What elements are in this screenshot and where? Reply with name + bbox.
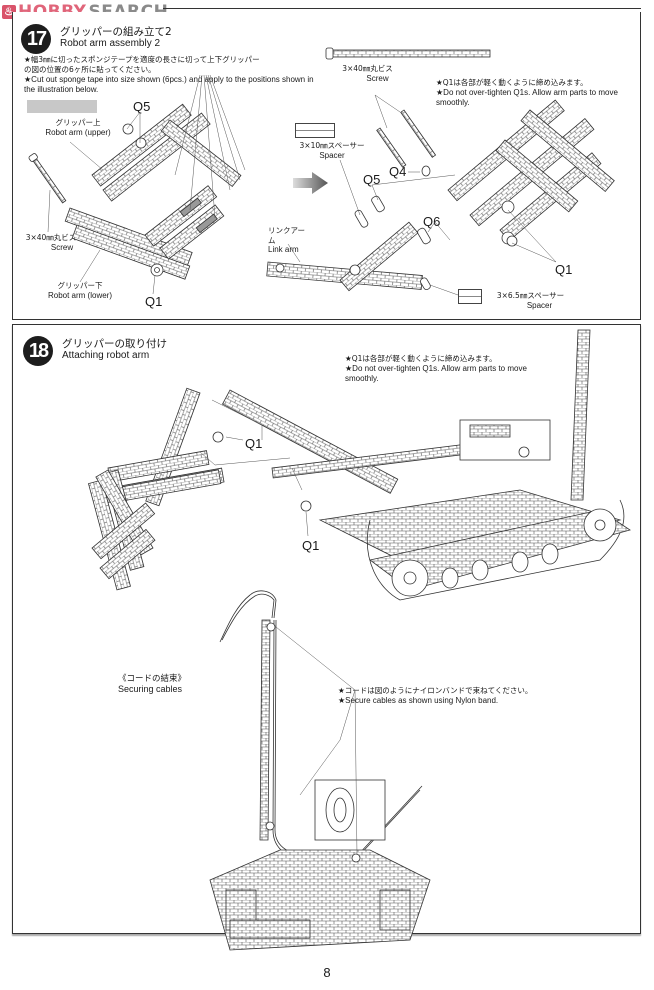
label-screw-top-ja: 3×40㎜丸ビス [342, 64, 393, 73]
label-screw-left-ja: 3×40㎜丸ビス [25, 233, 77, 242]
part-q6: Q6 [423, 214, 441, 229]
label-securing-cables: 《コードの結束》 Securing cables [118, 674, 198, 694]
step-18-badge: 18 [23, 336, 53, 366]
label-link-arm: リンクアーム Link arm [268, 226, 310, 255]
spacers-screws-17-right [354, 109, 518, 290]
assembled-gripper-drawing [447, 99, 615, 245]
label-upper-en: Robot arm (upper) [45, 127, 111, 137]
step-17-q1-note: ★Q1は各部が軽く動くように締め込みます。 ★Do not over-tight… [436, 78, 641, 108]
q1-note-ja: ★Q1は各部が軽く動くように締め込みます。 [436, 78, 588, 87]
label-screw-top: 3×40㎜丸ビス Screw [330, 64, 405, 83]
securing-cables-en: Securing cables [118, 683, 183, 694]
step-17-title-ja: グリッパーの組み立て2 [60, 26, 172, 38]
step-18-title-ja: グリッパーの取り付け [62, 338, 167, 350]
label-spacer-6-5mm: 3×6.5㎜スペーサー Spacer [488, 291, 573, 310]
part-q1-lower: Q1 [302, 538, 320, 553]
securing-cables-ja: 《コードの結束》 [118, 674, 187, 684]
label-spacer-10mm: 3×10㎜スペーサー Spacer [292, 141, 372, 160]
cable-securing-drawing [209, 590, 431, 951]
label-screw-left-en: Screw [50, 242, 74, 252]
link-arm-drawing [266, 221, 423, 292]
vertical-mast-drawing [570, 329, 591, 501]
spacer-6-5mm-swatch [458, 289, 482, 304]
cables-note: ★コードは図のようにナイロンバンドで束ねてください。 ★Secure cable… [338, 686, 588, 706]
label-lower-en: Robot arm (lower) [47, 290, 112, 300]
part-q1-right: Q1 [555, 262, 573, 277]
cables-note-ja: ★コードは図のようにナイロンバンドで束ねてください。 [338, 686, 533, 695]
sponge-tape-swatch [27, 100, 97, 113]
cables-note-en: ★Secure cables as shown using Nylon band… [338, 696, 499, 705]
step-17-title-en: Robot arm assembly 2 [60, 38, 161, 49]
sponge-note-ja-2: の図の位置の6ヶ所に貼ってください。 [24, 65, 156, 74]
gripper-lower-drawing [64, 185, 225, 280]
sponge-note-en: ★Cut out sponge tape into size shown (6p… [24, 75, 314, 94]
step-17-badge: 17 [21, 24, 51, 54]
step18-note-ja: ★Q1は各部が軽く動くように締め込みます。 [345, 354, 497, 363]
robot-arm-gripper-drawing [87, 387, 312, 591]
step-18-title-en: Attaching robot arm [62, 350, 150, 361]
leader-lines-17-right [287, 94, 557, 296]
part-q5-left: Q5 [133, 99, 151, 114]
step-17-sponge-note: ★幅3㎜に切ったスポンジテープを適度の長さに切って上下グリッパー の図の位置の6… [24, 55, 324, 95]
q1-note-en: ★Do not over-tighten Q1s. Allow arm part… [436, 88, 618, 107]
leader-lines-18-top [199, 399, 309, 537]
part-q4: Q4 [389, 164, 407, 179]
part-q5-right: Q5 [363, 172, 381, 187]
label-linkarm-en: Link arm [268, 245, 299, 254]
direction-arrow-icon [293, 172, 328, 194]
label-spacer10-ja: 3×10㎜スペーサー [299, 141, 365, 150]
label-screw-left: 3×40㎜丸ビス Screw [20, 233, 82, 252]
label-robot-arm-upper: グリッパー上 Robot arm (upper) [38, 118, 118, 137]
step18-note-en: ★Do not over-tighten Q1s. Allow arm part… [345, 364, 527, 383]
label-spacer65-en: Spacer [526, 300, 553, 310]
gripper-upper-drawing [91, 103, 242, 202]
leader-lines-cables [275, 626, 358, 856]
label-screw-top-en: Screw [366, 73, 389, 83]
label-spacer65-ja: 3×6.5㎜スペーサー [496, 291, 565, 300]
part-q1-upper: Q1 [245, 436, 263, 451]
label-robot-arm-lower: グリッパー下 Robot arm (lower) [40, 281, 120, 300]
label-upper-ja: グリッパー上 [55, 118, 101, 127]
spacer-10mm-swatch [295, 123, 335, 138]
sponge-note-ja-1: ★幅3㎜に切ったスポンジテープを適度の長さに切って上下グリッパー [24, 55, 260, 64]
step-18-q1-note: ★Q1は各部が軽く動くように締め込みます。 ★Do not over-tight… [345, 354, 550, 384]
screw-40mm-reference [325, 47, 491, 60]
label-spacer10-en: Spacer [319, 150, 345, 160]
part-q1-left: Q1 [145, 294, 163, 309]
label-lower-ja: グリッパー下 [57, 281, 103, 290]
screw-left-drawing [28, 153, 67, 204]
leader-lines-17-left [47, 74, 246, 295]
label-linkarm-ja: リンクアーム [268, 226, 306, 245]
page-number: 8 [323, 965, 331, 980]
tank-chassis-drawing [221, 389, 631, 601]
